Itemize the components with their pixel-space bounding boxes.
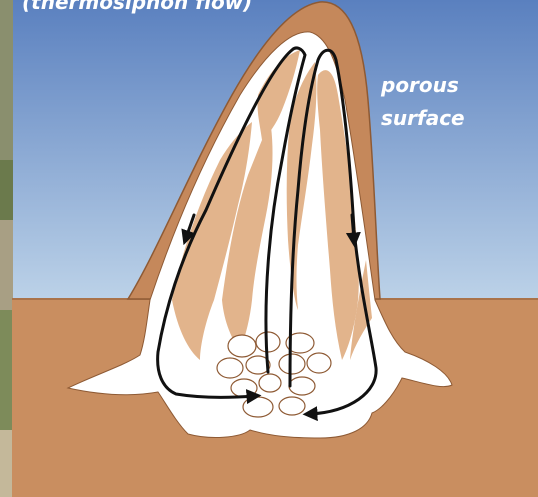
photo-edge-strip [0, 0, 13, 497]
flow-caption: (thermosiphon flow) [22, 0, 252, 14]
label-surface: surface [381, 106, 465, 130]
airflow-arrow-right-down [352, 215, 354, 240]
label-porous: porous [380, 73, 459, 97]
